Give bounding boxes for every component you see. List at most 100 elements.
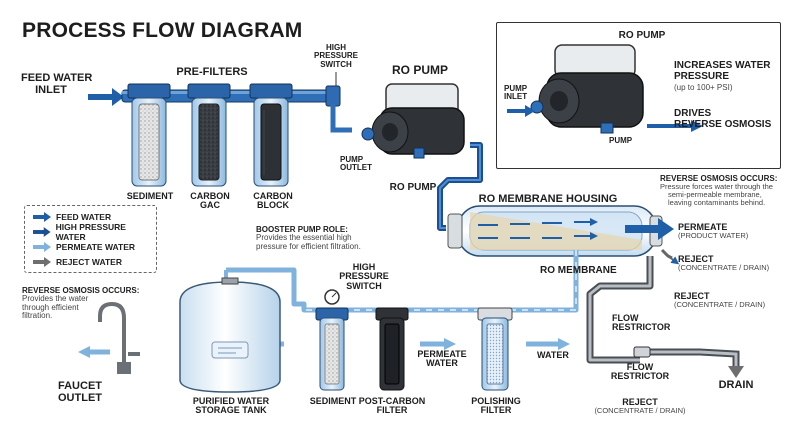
permeate-label: PERMEATE (PRODUCT WATER) <box>678 222 749 241</box>
polishing-line2: FILTER <box>480 405 512 416</box>
high-pressure-switch-top <box>325 72 341 107</box>
legend-arrow-reject-icon <box>33 256 51 267</box>
ro-occurs-right-line1: Pressure forces water through the <box>660 182 773 192</box>
polishing-line1: POLISHING <box>471 396 521 406</box>
legend-item-permeate: PERMEATE WATER <box>33 240 135 253</box>
tank-line1: PURIFIED WATER <box>192 396 270 406</box>
booster-line2: pressure for efficient filtration. <box>256 241 361 251</box>
bottom-flow-arrows <box>78 338 570 358</box>
carbon-block-line1: CARBON <box>253 191 293 201</box>
ro-membrane-housing <box>447 205 663 257</box>
flow-restrictor-label-2: FLOW RESTRICTOR <box>611 362 669 382</box>
inset-increases-line1: INCREASES WATER <box>674 60 771 71</box>
legend-item-feed-water: FEED WATER <box>33 210 111 223</box>
carbon-gac-label: CARBON GAC <box>190 191 230 211</box>
permeate-water-label: PERMEATE WATER <box>417 349 467 369</box>
inset-increases: INCREASES WATER PRESSURE (up to 100+ PSI… <box>674 60 771 92</box>
inset-drives-line2: REVERSE OSMOSIS <box>674 118 772 130</box>
inset-drives: DRIVES REVERSE OSMOSIS <box>674 108 772 130</box>
post-carbon-line2: FILTER <box>376 405 408 416</box>
legend-item-reject: REJECT WATER <box>33 255 122 268</box>
carbon-gac-line2: GAC <box>200 200 220 211</box>
inset-drives-line1: DRIVES <box>674 108 712 119</box>
bottom-filter-polishing <box>477 307 513 391</box>
reject-1-sub: (CONCENTRATE / DRAIN) <box>678 263 770 273</box>
legend-label: PERMEATE WATER <box>56 241 136 252</box>
ro-occurs-left: REVERSE OSMOSIS OCCURS: Provides the wat… <box>22 286 140 321</box>
ro-pump-title: RO PUMP <box>391 63 449 77</box>
flow-restrictor-1-line2: RESTRICTOR <box>612 322 671 333</box>
flow-restrictor-2-line1: FLOW <box>626 362 654 372</box>
ro-pump <box>361 83 465 159</box>
booster-role: BOOSTER PUMP ROLE: Provides the essentia… <box>256 225 361 251</box>
flow-restrictor-label-1: FLOW RESTRICTOR <box>612 313 671 333</box>
water-label: WATER <box>537 350 569 360</box>
pump-outlet-label: PUMP OUTLET <box>340 155 372 173</box>
hp-switch-top-line3: SWITCH <box>320 59 352 69</box>
reject-3-sub: (CONCENTRATE / DRAIN) <box>594 406 686 416</box>
reject-3-title: REJECT <box>622 397 658 407</box>
hp-switch-top-line1: HIGH <box>325 43 346 52</box>
pump-outlet-line1: PUMP <box>340 155 364 164</box>
bottom-sediment-label: SEDIMENT <box>309 396 357 406</box>
polishing-filter-label: POLISHING FILTER <box>471 396 521 416</box>
feed-water-line1: FEED WATER <box>21 72 93 84</box>
ro-occurs-right-line3: leaving contaminants behind. <box>668 198 766 208</box>
feed-inlet-arrow <box>88 88 124 106</box>
legend-arrow-permeate-icon <box>33 241 51 252</box>
inset-pump-inlet: PUMP INLET <box>504 84 527 102</box>
carbon-block-label: CARBON BLOCK <box>253 191 293 211</box>
hp-switch-bottom-line1: HIGH <box>352 262 376 272</box>
legend-label: HIGH PRESSURE WATER <box>55 221 126 242</box>
drain-label: DRAIN <box>718 379 754 391</box>
storage-tank <box>179 277 281 393</box>
membrane-housing-label: RO MEMBRANE HOUSING <box>478 193 618 205</box>
permeate-water-line2: WATER <box>426 358 458 369</box>
ro-occurs-right: REVERSE OSMOSIS OCCURS: Pressure forces … <box>660 174 777 208</box>
carbon-gac-line1: CARBON <box>190 191 230 201</box>
bottom-filter-sediment <box>315 307 349 391</box>
feed-to-pump-pipe <box>330 104 352 133</box>
ro-occurs-left-line2: through efficient <box>22 302 79 312</box>
legend-arrow-feed-icon <box>33 211 51 222</box>
ro-occurs-left-title: REVERSE OSMOSIS OCCURS: <box>22 286 140 295</box>
high-pressure-line <box>437 142 483 231</box>
hp-switch-bottom-label: HIGH PRESSURE SWITCH <box>339 262 389 291</box>
legend-label: REJECT WATER <box>56 256 122 267</box>
legend: FEED WATER HIGH PRESSURE WATER PERMEATE … <box>24 205 157 273</box>
pump-outlet-line2: OUTLET <box>340 163 372 173</box>
hp-switch-bottom-line2: PRESSURE <box>339 271 389 282</box>
page-title: PROCESS FLOW DIAGRAM <box>22 19 303 42</box>
post-carbon-line1: POST-CARBON <box>358 396 426 406</box>
pressure-gauge <box>324 289 340 305</box>
prefilter-carbon-gac <box>187 83 231 187</box>
legend-arrow-high-pressure-icon <box>33 226 51 237</box>
permeate-title: PERMEATE <box>678 222 728 232</box>
reject-label-1: REJECT (CONCENTRATE / DRAIN) <box>678 254 770 273</box>
feed-water-label: FEED WATER INLET <box>21 72 93 96</box>
reject-out-line <box>660 248 680 265</box>
hp-switch-top-label: HIGH PRESSURE SWITCH <box>313 43 359 69</box>
hp-switch-top-line2: PRESSURE <box>313 51 359 61</box>
inset-increases-line2: PRESSURE <box>674 70 730 82</box>
prefilter-sediment <box>127 83 171 187</box>
faucet-outlet-label: FAUCET OUTLET <box>58 380 102 404</box>
permeate-sub: (PRODUCT WATER) <box>678 231 749 241</box>
storage-tank-label: PURIFIED WATER STORAGE TANK <box>192 396 270 416</box>
flow-restrictor-1-line1: FLOW <box>612 313 639 323</box>
faucet-line1: FAUCET <box>58 380 102 392</box>
booster-title: BOOSTER PUMP ROLE: <box>256 225 348 234</box>
ro-occurs-right-line2: semi-permeable membrane, <box>668 190 762 200</box>
inset-pump-drawing <box>507 44 703 134</box>
permeate-water-line1: PERMEATE <box>417 349 467 359</box>
reject-2-title: REJECT <box>674 291 710 301</box>
faucet <box>98 301 140 374</box>
feed-water-line2: INLET <box>35 83 67 96</box>
legend-label: FEED WATER <box>56 211 112 222</box>
reject-label-3: REJECT (CONCENTRATE / DRAIN) <box>594 397 686 416</box>
inset-pump-label: PUMP <box>609 136 633 145</box>
tank-line2: STORAGE TANK <box>195 405 267 416</box>
ro-pump-caption: RO PUMP <box>389 182 437 193</box>
bottom-filter-post-carbon <box>375 307 409 391</box>
sediment-label: SEDIMENT <box>126 191 174 201</box>
